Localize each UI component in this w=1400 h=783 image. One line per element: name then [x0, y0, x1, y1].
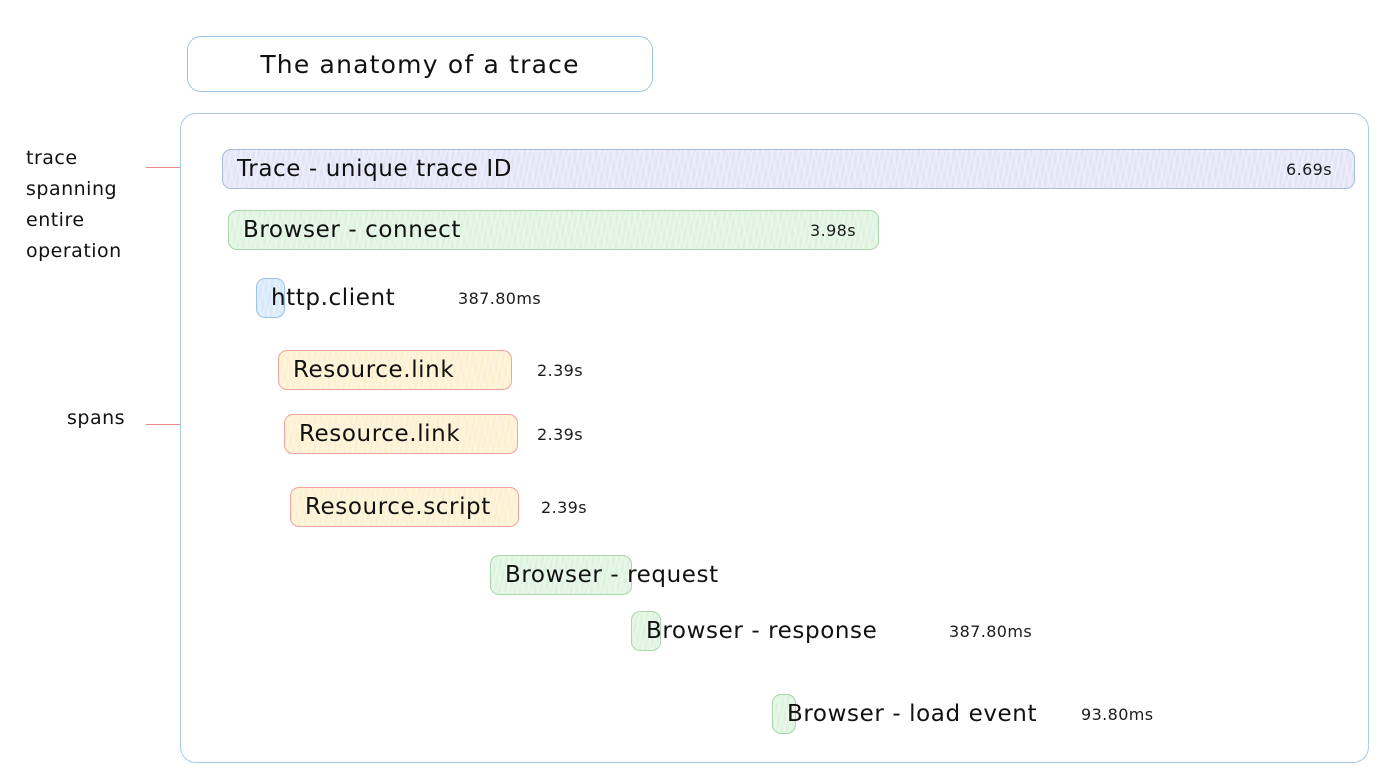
span-duration-browser-load-event: 93.80ms	[1081, 704, 1154, 724]
annotation-spans-leader-line	[146, 424, 212, 425]
title-card: The anatomy of a trace	[187, 36, 653, 92]
span-bar-resource-link-1[interactable]: Resource.link	[278, 350, 512, 390]
span-bar-resource-script[interactable]: Resource.script	[290, 487, 519, 527]
span-bar-browser-connect[interactable]: Browser - connect 3.98s	[228, 210, 879, 250]
span-row: http.client 387.80ms	[0, 276, 1400, 320]
span-label-http-client: http.client	[271, 285, 396, 311]
annotation-trace-leader-line	[146, 167, 208, 168]
span-row: Browser - request	[0, 553, 1400, 597]
span-row: Browser - load event 93.80ms	[0, 692, 1400, 736]
span-bar-trace-root[interactable]: Trace - unique trace ID 6.69s	[222, 149, 1355, 189]
span-bar-resource-link-2[interactable]: Resource.link	[284, 414, 518, 454]
span-duration-browser-response: 387.80ms	[949, 621, 1033, 641]
span-label-browser-connect: Browser - connect	[243, 217, 462, 243]
span-duration-http-client: 387.80ms	[458, 288, 542, 308]
span-label-browser-load-event: Browser - load event	[787, 701, 1038, 727]
span-duration-browser-connect: 3.98s	[810, 220, 856, 240]
annotation-spans-label: spans	[67, 407, 126, 429]
span-duration-resource-script: 2.39s	[541, 497, 587, 517]
span-duration-trace-root: 6.69s	[1286, 159, 1332, 179]
annotation-trace-label: trace spanning entire operation	[26, 147, 122, 262]
span-row: Resource.link 2.39s	[0, 412, 1400, 456]
span-bar-http-client[interactable]: http.client	[256, 278, 395, 318]
span-bar-browser-response[interactable]: Browser - response	[631, 611, 877, 651]
page-title: The anatomy of a trace	[260, 49, 580, 79]
span-row: Resource.script 2.39s	[0, 485, 1400, 529]
span-row: Resource.link 2.39s	[0, 348, 1400, 392]
span-row: Browser - response 387.80ms	[0, 609, 1400, 653]
span-label-resource-script: Resource.script	[305, 494, 491, 520]
span-label-browser-request: Browser - request	[505, 562, 719, 588]
span-label-resource-link-1: Resource.link	[293, 357, 455, 383]
span-label-resource-link-2: Resource.link	[299, 421, 461, 447]
span-label-trace-root: Trace - unique trace ID	[237, 156, 513, 182]
span-bar-browser-request[interactable]: Browser - request	[490, 555, 718, 595]
span-row: Browser - connect 3.98s	[0, 208, 1400, 252]
span-duration-resource-link-2: 2.39s	[537, 424, 583, 444]
span-row: Trace - unique trace ID 6.69s	[0, 147, 1400, 191]
span-bar-browser-load-event[interactable]: Browser - load event	[772, 694, 1037, 734]
span-duration-resource-link-1: 2.39s	[537, 360, 583, 380]
span-label-browser-response: Browser - response	[646, 618, 878, 644]
